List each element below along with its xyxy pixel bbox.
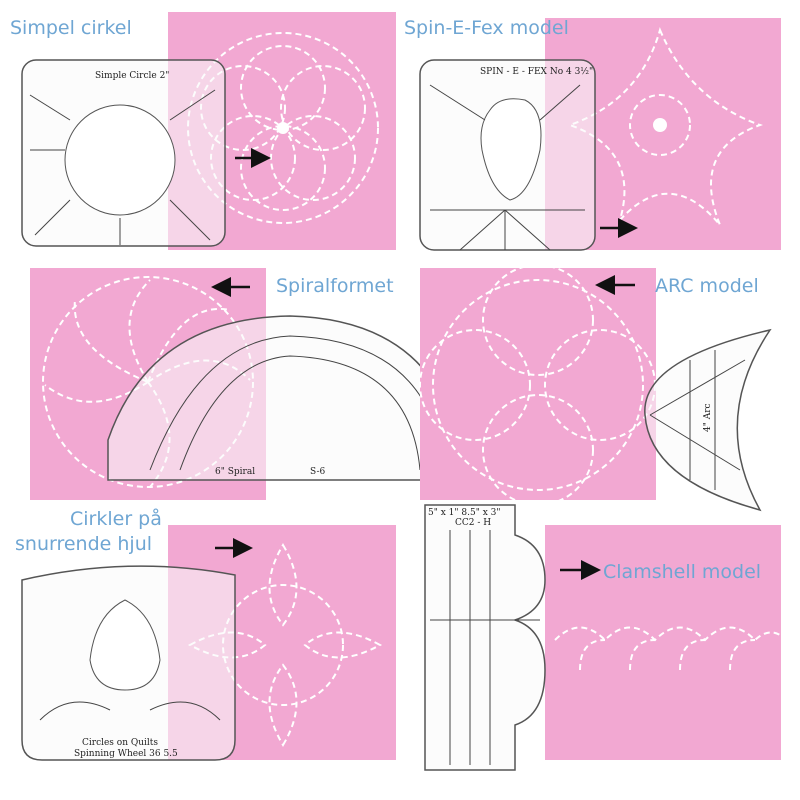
ruler-label: SPIN - E - FEX No 4 3½" bbox=[480, 66, 593, 77]
ruler-label-line2: Spinning Wheel 36 5.5 bbox=[74, 749, 178, 759]
ruler-label: 4" Arc bbox=[703, 403, 713, 432]
panel-clamshell: 5" x 1" 8.5" x 3" CC2 - H Clamshell mode… bbox=[424, 504, 781, 771]
label-spin-e-fex: Spin-E-Fex model bbox=[404, 17, 569, 39]
label-spinning-wheel-line1: Cirkler på bbox=[70, 507, 162, 530]
ruler-label-line1: Circles on Quilts bbox=[82, 738, 158, 748]
label-clamshell: Clamshell model bbox=[603, 561, 761, 583]
ruler-code: CC2 - H bbox=[455, 518, 491, 528]
panel-arc: 4" Arc ARC model bbox=[419, 264, 772, 512]
panel-spinning-wheel: Circles on Quilts Spinning Wheel 36 5.5 … bbox=[15, 507, 396, 761]
clamshell-stitch-pattern bbox=[554, 626, 781, 671]
ruler-sizes: 5" x 1" 8.5" x 3" bbox=[428, 508, 501, 518]
panel-spiral: 6" Spiral S-6 Spiralformet bbox=[30, 268, 466, 500]
arc-ruler bbox=[644, 328, 772, 512]
pink-fabric bbox=[420, 268, 656, 500]
panel-simple-circle: Simple Circle 2" Simpel cirkel bbox=[10, 12, 396, 250]
label-spinning-wheel-line2: snurrende hjul bbox=[15, 533, 152, 555]
label-spiral: Spiralformet bbox=[276, 275, 394, 297]
label-arc: ARC model bbox=[655, 275, 759, 297]
panel-spin-e-fex: SPIN - E - FEX No 4 3½" Spin-E-Fex model bbox=[404, 17, 781, 251]
ruler-code: S-6 bbox=[310, 467, 326, 477]
clamshell-ruler bbox=[424, 504, 546, 771]
ruler-label: Simple Circle 2" bbox=[95, 71, 169, 81]
ruler-label: 6" Spiral bbox=[215, 467, 255, 477]
label-simple-circle: Simpel cirkel bbox=[10, 17, 132, 39]
